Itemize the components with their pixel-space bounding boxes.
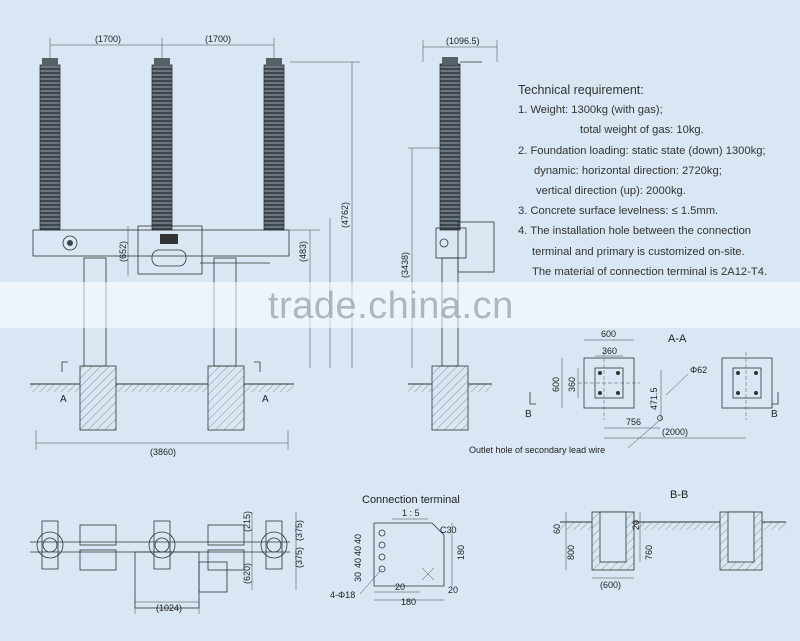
terminal-title: Connection terminal (362, 494, 460, 506)
terminal-dim-20-a: 20 (395, 582, 405, 592)
dim-620: (620) (242, 563, 252, 584)
top-view: (215) (375) (375) (620) (1024) (30, 511, 304, 614)
terminal-dim-20-b: 20 (448, 585, 458, 595)
outlet-note: Outlet hole of secondary lead wire (469, 445, 605, 455)
bb-dim-60: 60 (552, 524, 562, 534)
tank-frame (32, 229, 290, 257)
terminal-dim-180-bottom: 180 (401, 597, 416, 607)
section-bb-title: B-B (670, 489, 688, 501)
foundation-side (431, 365, 469, 431)
terminal-dim-40-c: 40 (353, 534, 363, 544)
insulator-left (39, 58, 61, 231)
terminal-holes: 4-Φ18 (330, 590, 355, 600)
dim-phi62: Φ62 (690, 365, 707, 375)
section-aa-title: A-A (668, 333, 687, 345)
connection-terminal: Connection terminal 1 : 5 C30 180 30 40 … (330, 494, 466, 607)
section-mark-b-left: B (525, 409, 532, 420)
section-b-b: B-B 60 800 20 760 (600) (552, 489, 786, 590)
tech-line-1: 1. Weight: 1300kg (with gas); (518, 104, 663, 117)
foundation-right (207, 365, 245, 431)
dim-2000: (2000) (662, 427, 688, 437)
section-mark-b-right: B (771, 409, 778, 420)
top-mechanism-box (134, 551, 200, 609)
dim-side: (483) (298, 241, 308, 262)
terminal-dim-30: 30 (353, 572, 363, 582)
tech-line-7: 4. The installation hole between the con… (518, 225, 752, 238)
mechanism-box (137, 225, 203, 275)
tech-line-5: vertical direction (up): 2000kg. (536, 185, 686, 198)
section-mark-a-left: A (60, 394, 67, 405)
watermark-text: trade.china.cn (268, 285, 514, 327)
dim-375-a: (375) (294, 520, 304, 541)
tech-line-4: dynamic: horizontal direction: 2720kg; (534, 164, 722, 177)
dim-600-top: 600 (601, 329, 616, 339)
technical-requirements: Technical requirement: 1. Weight: 1300kg… (518, 80, 798, 282)
pole-top-right (260, 520, 288, 570)
side-view: (1096.5) (3438) (400, 36, 498, 431)
insulator-right (263, 58, 285, 231)
nameplate (160, 234, 178, 244)
dim-756: 756 (626, 417, 641, 427)
section-a-a: A-A 600 360 600 360 471.5 Φ62 756 (2000)… (469, 329, 779, 455)
tech-title: Technical requirement: (518, 83, 644, 97)
dim-height-side: (3438) (400, 252, 410, 278)
terminal-dim-40-a: 40 (353, 558, 363, 568)
tech-line-8: terminal and primary is customized on-si… (532, 245, 745, 258)
tech-line-9: The material of connection terminal is 2… (532, 265, 768, 278)
dim-600-side: 600 (551, 377, 561, 392)
terminal-dim-40-b: 40 (353, 546, 363, 556)
front-view: (1700) (1700) (652) (30, 34, 360, 457)
dim-1024: (1024) (156, 603, 182, 613)
bb-dim-760: 760 (644, 545, 654, 560)
dim-360-top: 360 (602, 346, 617, 356)
bb-dim-600: (600) (600, 580, 621, 590)
dim-width: (3860) (150, 447, 176, 457)
insulator-middle (151, 58, 173, 231)
tech-line-6: 3. Concrete surface levelness: ≤ 1.5mm. (518, 205, 719, 218)
tech-line-3: 2. Foundation loading: static state (dow… (518, 144, 766, 157)
bb-dim-800: 800 (566, 545, 576, 560)
dim-spacing-1: (1700) (95, 34, 121, 44)
insulator-side (439, 63, 461, 231)
dim-375-b: (375) (294, 547, 304, 568)
foundation-left (79, 365, 117, 431)
dim-box-height: (652) (118, 241, 128, 262)
terminal-dim-180-side: 180 (456, 545, 466, 560)
bb-dim-20: 20 (631, 520, 641, 530)
tech-line-2: total weight of gas: 10kg. (580, 124, 704, 137)
section-mark-a-right: A (262, 394, 269, 405)
pole-top-left (36, 520, 64, 570)
terminal-c30: C30 (440, 525, 457, 535)
dim-4715: 471.5 (649, 387, 659, 410)
dim-360-side: 360 (567, 377, 577, 392)
pole-top-middle (148, 520, 176, 570)
watermark-band (0, 282, 800, 328)
dim-depth: (1096.5) (446, 36, 480, 46)
gauge-icon (62, 235, 78, 251)
dim-spacing-2: (1700) (205, 34, 231, 44)
side-mechanism-box (457, 221, 495, 273)
dim-215: (215) (242, 511, 252, 532)
dim-total-height: (4762) (340, 202, 350, 228)
terminal-scale: 1 : 5 (402, 508, 420, 518)
